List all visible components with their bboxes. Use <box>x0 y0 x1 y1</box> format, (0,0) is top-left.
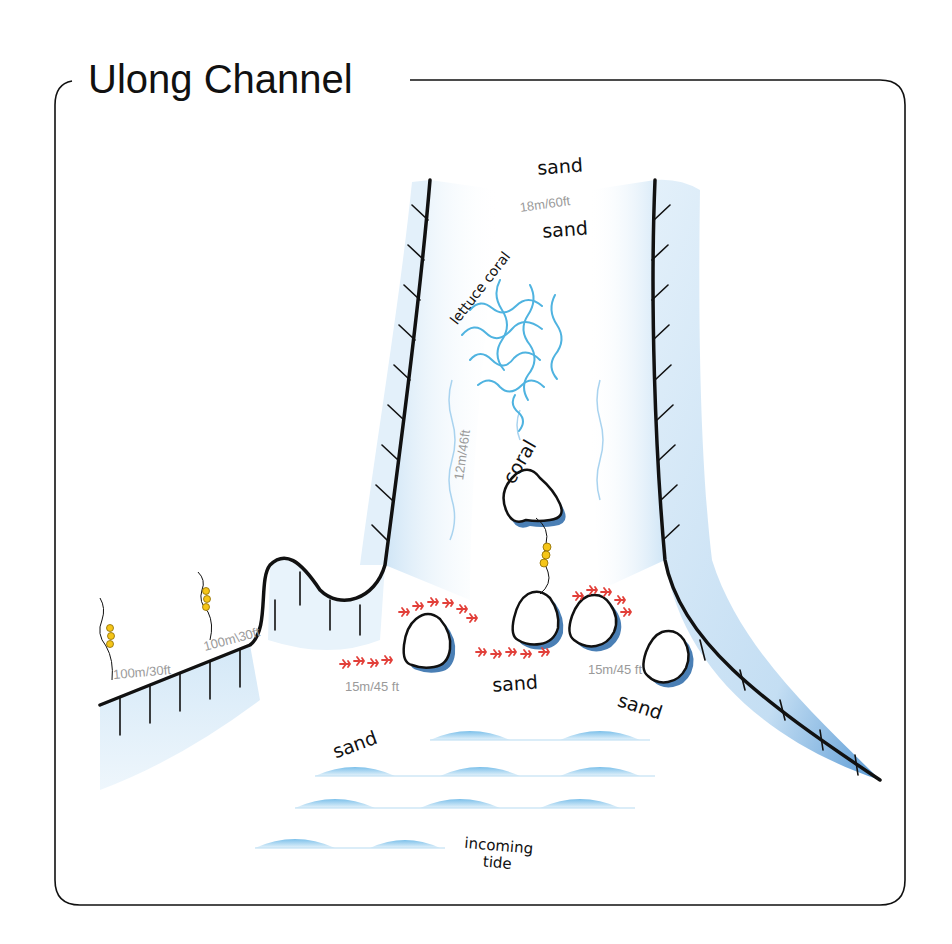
depth-label: 15m/45 ft <box>588 663 642 678</box>
area-label: sand <box>330 727 380 763</box>
area-label: sand <box>491 672 538 697</box>
area-label: sand <box>615 690 665 725</box>
area-label: sand <box>541 218 588 243</box>
area-label: sand <box>536 155 583 180</box>
depth-label: 15m/45 ft <box>345 680 399 695</box>
depth-label: 18m/60ft <box>519 194 571 216</box>
map-title: Ulong Channel <box>88 56 353 102</box>
current-note: incoming tide <box>452 834 545 876</box>
